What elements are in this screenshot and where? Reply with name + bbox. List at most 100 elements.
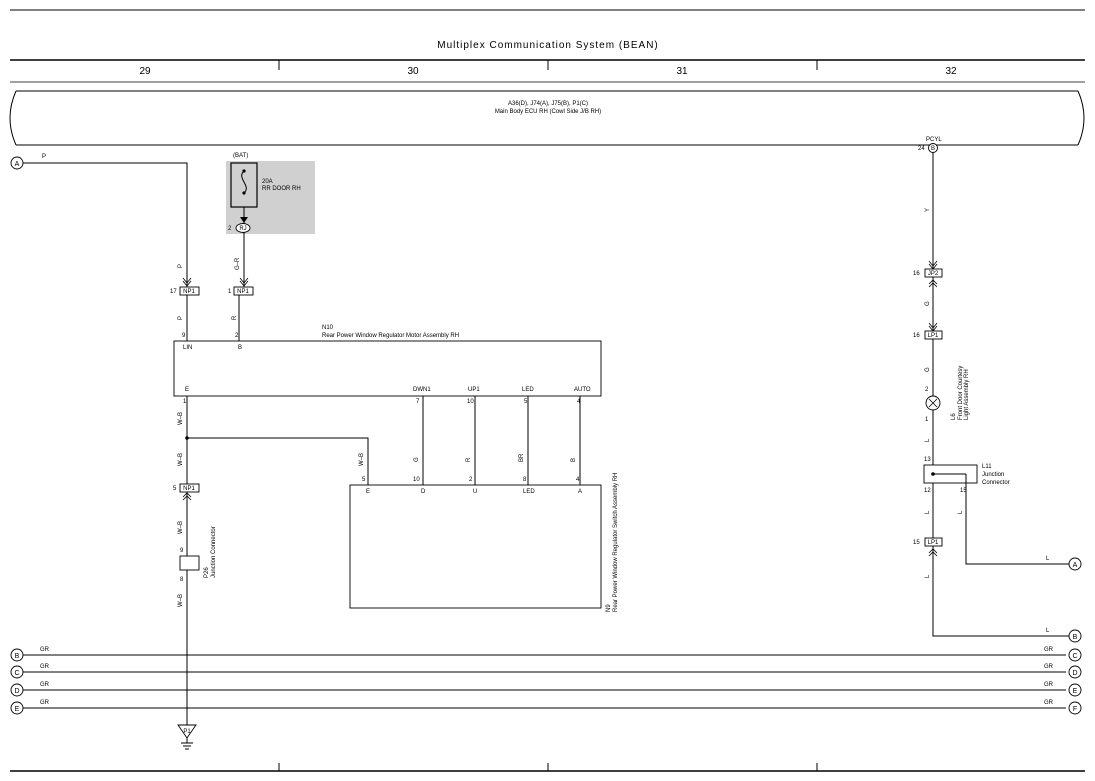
wire-color: R [466, 457, 472, 462]
wire-color: R [232, 315, 238, 320]
pin-no: 4 [576, 477, 580, 483]
wire-color: W–B [178, 594, 184, 607]
l6-name: Front Door Courtesy [958, 366, 964, 420]
lp1-pin: 16 [913, 333, 920, 339]
lp1-id: LP1 [928, 333, 939, 339]
pin-no: 4 [577, 399, 581, 405]
wire-color: Y [925, 208, 931, 212]
wire-color: W–B [178, 453, 184, 466]
switch-name: Rear Power Window Regulator Switch Assem… [613, 473, 619, 612]
ecu-pin-no: 24 [918, 146, 925, 152]
svg-text:D: D [14, 688, 19, 695]
term-label: B [238, 345, 242, 351]
column-number: 30 [407, 66, 419, 77]
wire-l-bottom [932, 546, 1069, 637]
l6-pin: 2 [925, 387, 929, 393]
np1-pin17 [179, 286, 200, 296]
svg-text:E: E [1073, 688, 1078, 695]
p26-name: Junction Connector [211, 526, 217, 578]
wire-p [23, 162, 188, 287]
switch-assembly [349, 484, 602, 609]
fuse-source: (BAT) [233, 153, 248, 159]
term-label: AUTO [574, 387, 591, 393]
np1-pin1 [233, 286, 254, 296]
wire-color: GR [1044, 647, 1054, 653]
pin-no: 2 [235, 333, 239, 339]
wire-color: GR [1044, 682, 1054, 688]
pin-no: 9 [182, 333, 186, 339]
np1-pin5 [179, 483, 200, 493]
column-number: 29 [139, 66, 151, 77]
term-label: DWN1 [413, 387, 431, 393]
ref-e-right: E [1068, 683, 1082, 697]
wire-color: GR [40, 682, 50, 688]
p26-connector [179, 555, 200, 571]
l11-id: L11 [982, 464, 992, 470]
connector-arrow [182, 277, 192, 287]
wire-color: G [414, 457, 420, 462]
ecu-connectors: A36(D), J74(A), J75(B), P1(C) [508, 101, 588, 107]
ref-a-left: A [10, 156, 24, 170]
wire-color: GR [40, 647, 50, 653]
motor-assembly [173, 340, 602, 397]
wire-color: W–B [178, 412, 184, 425]
pin-no: 10 [467, 399, 474, 405]
ecu-pin-label: PCYL [926, 137, 942, 143]
fuse-terminal [242, 191, 246, 195]
svg-text:D: D [1072, 670, 1077, 677]
fuse-rating: 20A [262, 179, 273, 185]
p26-pin: 9 [180, 548, 184, 554]
connector-arrow [240, 217, 248, 223]
wire-color: GR [1044, 664, 1054, 670]
lp1-id: LP1 [928, 540, 939, 546]
pin-no: 7 [416, 399, 420, 405]
pin-no: 2 [469, 477, 473, 483]
svg-text:B: B [15, 653, 20, 660]
motor-name: Rear Power Window Regulator Motor Assemb… [322, 333, 459, 339]
wire-color: L [925, 510, 931, 514]
wire-color: B [571, 458, 577, 462]
wire-color: G–R [235, 257, 241, 270]
svg-text:C: C [1072, 653, 1077, 660]
column-number: 31 [676, 66, 688, 77]
courtesy-light-icon [928, 398, 938, 408]
wire-color: L [1046, 628, 1050, 634]
svg-text:E: E [15, 706, 20, 713]
motor-id: N10 [322, 325, 334, 331]
np1-id: NP1 [183, 486, 195, 492]
svg-text:A: A [1073, 562, 1078, 569]
ref-c-right: C [1068, 648, 1082, 662]
term-label: E [185, 387, 189, 393]
term-label: E [366, 489, 370, 495]
wire-color: GR [1044, 700, 1054, 706]
l6-pin: 1 [925, 417, 929, 423]
ref-d-right: D [1068, 665, 1082, 679]
pin-no: 5 [362, 477, 366, 483]
pin-no: 5 [524, 399, 528, 405]
wire-color: GR [40, 700, 50, 706]
l6-id: L6 [951, 413, 957, 420]
wire-color: G [925, 367, 931, 372]
column-number: 32 [945, 66, 957, 77]
wire-color: W–B [178, 521, 184, 534]
ground-connector [177, 724, 197, 739]
ref-b-left: B [10, 648, 24, 662]
term-label: D [421, 489, 426, 495]
wire-color: P [178, 264, 184, 268]
connector-arrow [239, 277, 249, 287]
ecu-pin-conn: B [931, 146, 935, 152]
rj-id: RJ [239, 226, 246, 232]
relay-block [226, 161, 315, 234]
page-title: Multiplex Communication System (BEAN) [437, 40, 659, 51]
np1-pin-no: 1 [228, 289, 232, 295]
fuse-icon [241, 170, 247, 194]
p26-pin: 8 [180, 577, 184, 583]
ground-id: P1 [183, 729, 191, 735]
svg-text:F: F [1073, 706, 1077, 713]
np1-pin-no: 17 [170, 289, 177, 295]
l11-pin: 13 [924, 457, 931, 463]
rj-pin: 2 [228, 226, 232, 232]
np1-pin-no: 5 [173, 486, 177, 492]
ref-b-right: B [1068, 629, 1082, 643]
